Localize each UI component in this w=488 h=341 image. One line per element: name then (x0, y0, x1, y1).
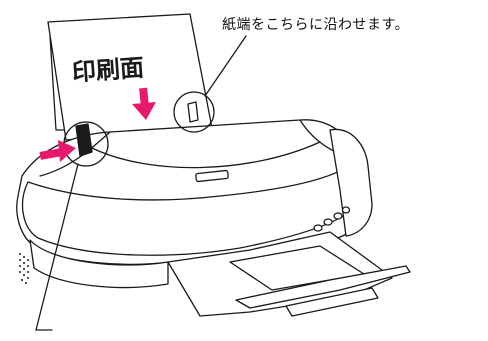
leader-line-bottom (35, 163, 79, 331)
side-grille (19, 253, 29, 284)
output-tray-extension (235, 265, 411, 309)
printer-cover-curve (91, 141, 321, 169)
printer-right-side (329, 128, 373, 237)
front-slot (195, 169, 229, 183)
paper-label: 印刷面 (71, 54, 145, 87)
output-tray-extension-lip (285, 287, 379, 317)
arrow-down (132, 87, 156, 120)
callout-text: 紙端をこちらに沿わせます。 (222, 17, 410, 33)
arrow-right (39, 140, 76, 162)
printer-base (29, 239, 169, 289)
control-buttons (313, 206, 351, 232)
callout-circle-right (173, 91, 215, 133)
edge-guide (75, 123, 93, 157)
leader-line-top (204, 35, 247, 97)
paper-guide-tab (187, 101, 199, 123)
printer-top-ridge (39, 131, 111, 177)
